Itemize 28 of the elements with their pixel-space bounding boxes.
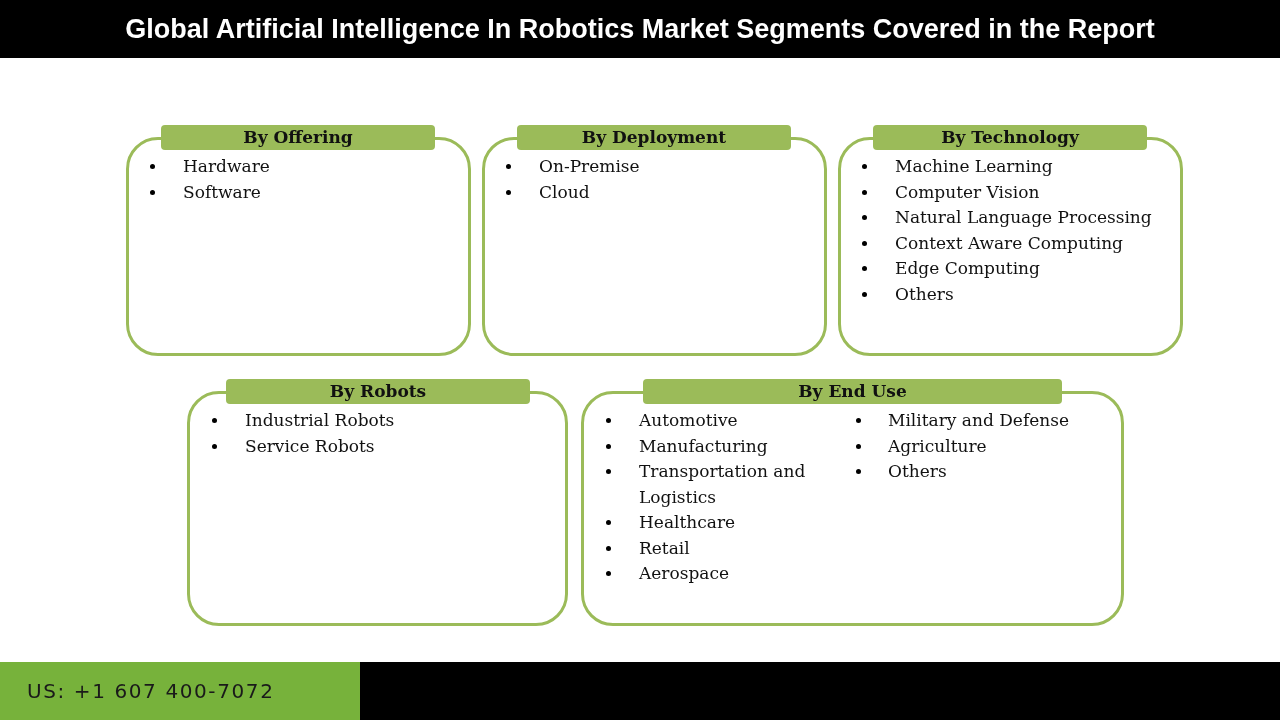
heading-tab: By Robots: [226, 379, 530, 404]
phone-number: US: +1 607 400-7072: [27, 678, 275, 705]
list-item-text: Machine Learning: [895, 155, 1053, 178]
list-item-text: Healthcare: [639, 511, 736, 534]
list-item-text: Software: [183, 180, 261, 204]
list-item-text: Retail: [639, 536, 690, 560]
list-item-text: Hardware: [183, 155, 270, 178]
list-item-text: Industrial Robots: [245, 409, 395, 432]
list-item-text: Edge Computing: [895, 257, 1040, 280]
list-item-text: Computer Vision: [895, 180, 1040, 204]
list-item-text: Manufacturing: [639, 434, 768, 458]
list-item-text: Transportation and Logistics: [639, 460, 807, 509]
list-item-text: Others: [888, 460, 947, 483]
list-item-text: Military and Defense: [888, 409, 1069, 432]
list-item-text: Natural Language Processing: [895, 206, 1152, 229]
list-item-text: Others: [895, 282, 954, 306]
list-item-text: Automotive: [639, 409, 738, 432]
list-item-text: Context Aware Computing: [895, 231, 1123, 255]
heading-tab: By Deployment: [517, 125, 791, 150]
title: Global Artificial Intelligence In Robotics Market Segments Covered in the Report: [125, 13, 1155, 46]
list-item-text: Agriculture: [888, 434, 987, 458]
list-item-text: Cloud: [539, 180, 590, 204]
heading-tab: By Offering: [161, 125, 435, 150]
heading-tab: By Technology: [873, 125, 1147, 150]
list-item-text: On-Premise: [539, 155, 640, 178]
heading-tab: By End Use: [643, 379, 1062, 404]
list-item-text: Service Robots: [245, 434, 375, 458]
list-item-text: Aerospace: [639, 562, 730, 585]
